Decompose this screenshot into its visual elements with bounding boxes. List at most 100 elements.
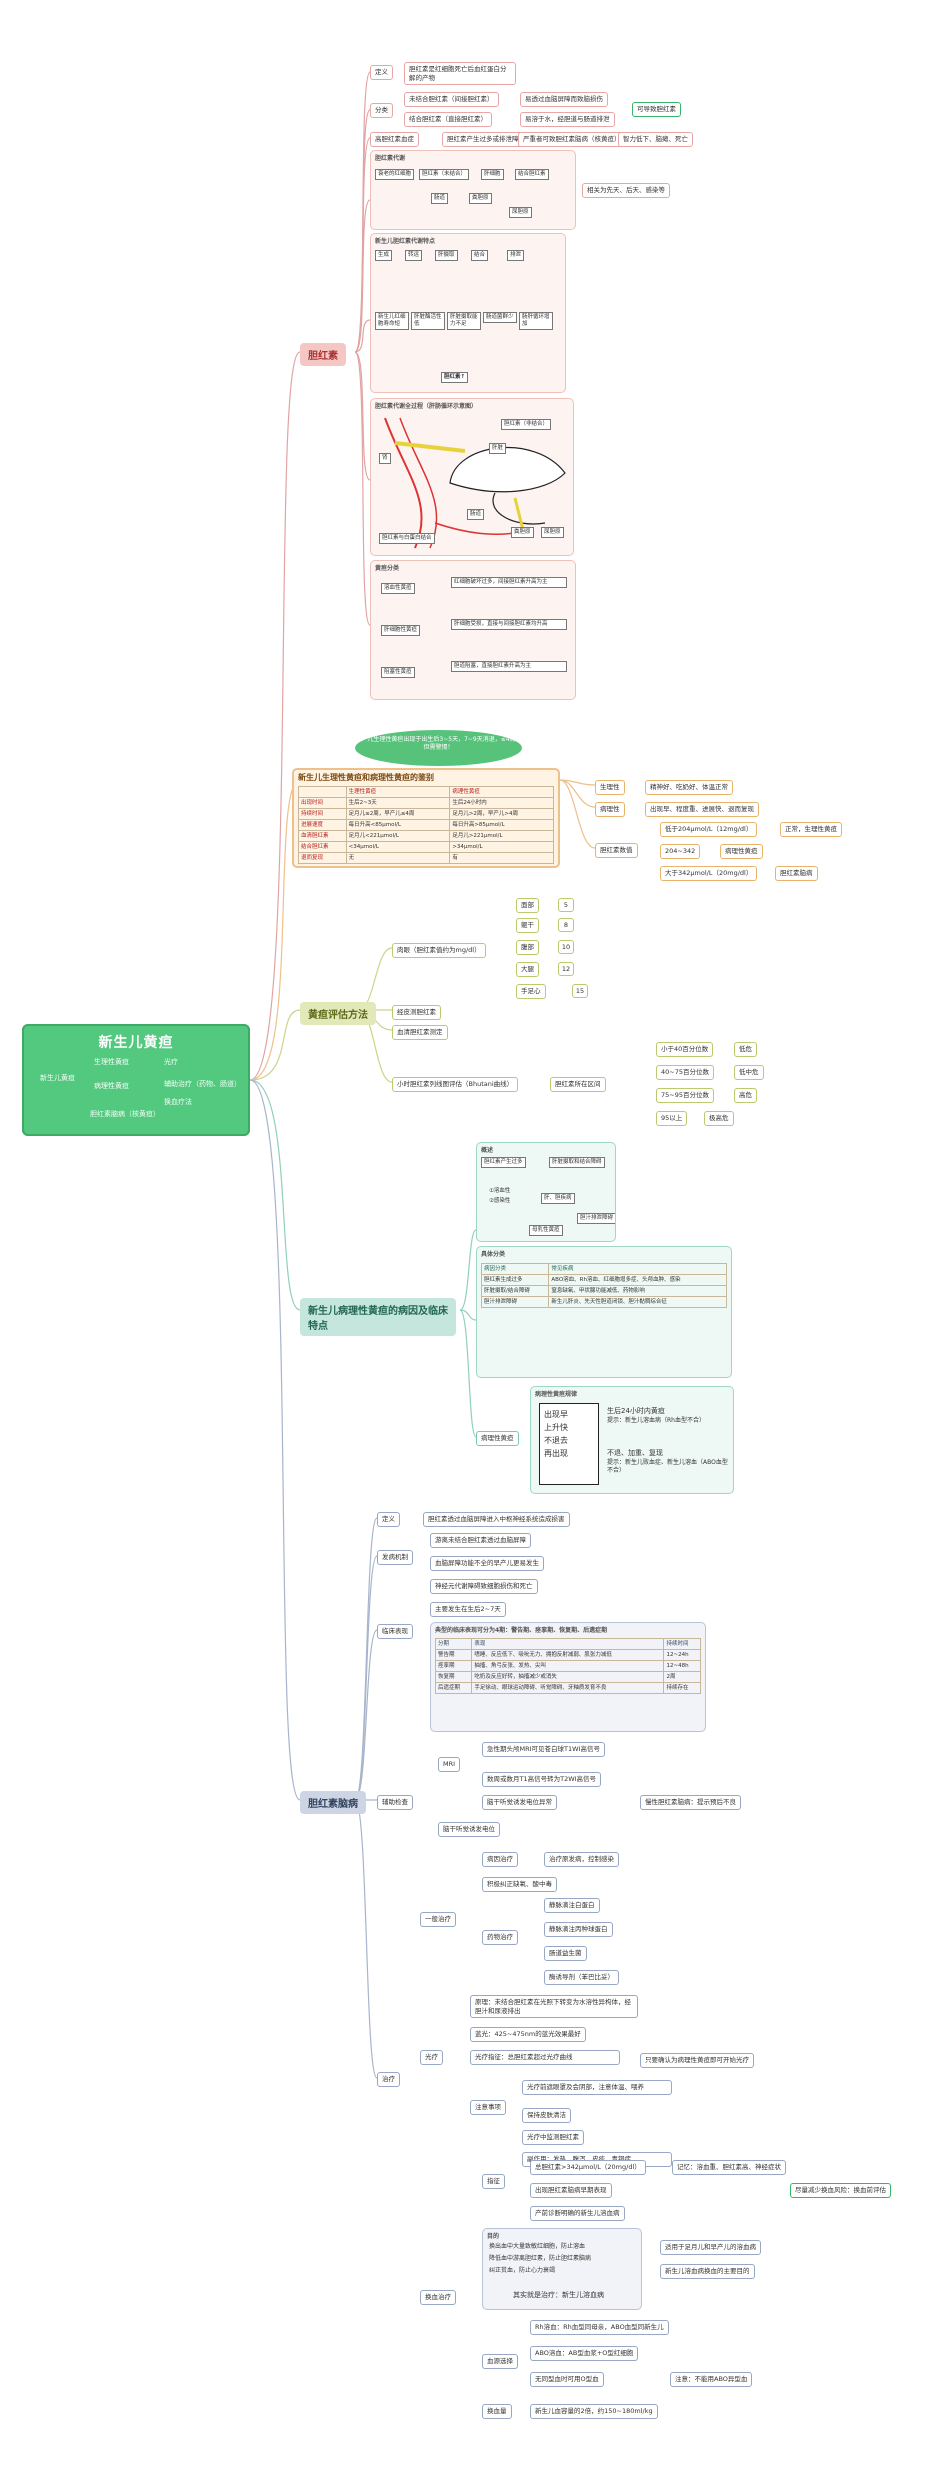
kern-aux-item: 急性期头颅MRI可见苍白球T1WI高信号 — [482, 1742, 605, 1757]
diff-cell: <34μmol/L — [345, 841, 451, 853]
kern-aux-hearing: 脑干听觉诱发电位 — [438, 1822, 500, 1837]
central-topic[interactable]: 新生儿黄疸 新生儿黄疸 生理性黄疸 病理性黄疸 胆红素脑病（核黄疸） 光疗 换血… — [22, 1024, 250, 1136]
rule-item: 再出现 — [544, 1449, 568, 1458]
metab-step: 粪胆原 — [469, 193, 492, 204]
neo-row-item: 肝脏酶活性低 — [411, 312, 445, 330]
blood-label[interactable]: 血源选择 — [482, 2354, 518, 2369]
pathological-rule-label[interactable]: 病理性黄疸 — [476, 1431, 519, 1446]
pathological-label[interactable]: 病理性 — [595, 802, 625, 817]
visual-value: 15 — [572, 984, 588, 998]
diff-header: 病理性黄疸 — [449, 786, 554, 798]
cause-cell: 胆汁排泄障碍 — [480, 1296, 550, 1308]
neonatal-caption: 新生儿胆红素代谢特点 — [375, 238, 436, 245]
branch-kernicterus[interactable]: 胆红素脑病 — [300, 1791, 366, 1814]
rule-right-4: 提示：新生儿败血症、新生儿溶血（ABO血型不合） — [607, 1459, 728, 1474]
diff-row-label: 结合胆红素 — [298, 841, 347, 853]
metabolism-caption: 胆红素代谢 — [375, 155, 406, 162]
bilirubin-values-label[interactable]: 胆红素数值 — [595, 843, 638, 858]
overview-caption: 概述 — [481, 1147, 494, 1154]
rules-caption: 病理性黄疸规律 — [535, 1391, 578, 1398]
exchange-ind: 总胆红素>342μmol/L（20mg/dl） — [530, 2160, 646, 2175]
zone-risk: 低中危 — [734, 1065, 764, 1080]
unconjugated-node: 未结合胆红素（间接胆红素） — [404, 92, 499, 107]
clinical-header: 表现 — [471, 1638, 665, 1650]
phototherapy-label[interactable]: 光疗 — [420, 2050, 443, 2065]
physiological-label[interactable]: 生理性 — [595, 780, 625, 795]
kern-mech-item: 血脑屏障功能不全的早产儿更易发生 — [430, 1556, 544, 1571]
hepatic-diagram-card: 胆红素代谢全过程（肝肠循环示意图） 胆红素（非结合） 肝脏 肠道 粪胆原 尿胆原… — [370, 398, 574, 556]
rule-right-1: 生后24小时内黄疸 — [607, 1407, 665, 1415]
classes-label[interactable]: 分类 — [370, 103, 393, 118]
diff-cell: 每日升高<85μmol/L — [345, 819, 451, 831]
branch-bilirubin[interactable]: 胆红素 — [300, 343, 346, 366]
diagram-tag: 粪胆原 — [511, 527, 534, 538]
unconjugated-note: 易透过血脑屏障而致脑损伤 — [520, 92, 608, 107]
diff-table: 生理性黄疸病理性黄疸 出现时间生后2~3天生后24小时内 持续时间足月儿≤2周，… — [298, 786, 554, 864]
photo-care: 光疗前遮眼罩及会阴部，注意体温、喂养 — [522, 2080, 672, 2095]
hyperbilirubinemia-outcome: 智力低下、脑瘫、死亡 — [618, 132, 693, 147]
photo-care-label[interactable]: 注意事项 — [470, 2100, 506, 2115]
root-tag: 病理性黄疸 — [94, 1082, 129, 1090]
diff-cell: 足月儿>221μmol/L — [449, 830, 554, 842]
overview-item: 胆红素产生过多 — [481, 1157, 526, 1168]
serum-method[interactable]: 血清胆红素测定 — [392, 1025, 448, 1040]
clinical-desc: 手足徐动、眼球运动障碍、听觉障碍、牙釉质发育不良 — [471, 1682, 665, 1694]
exchange-label[interactable]: 换血治疗 — [420, 2290, 456, 2305]
definition-text: 胆红素是红细胞死亡后血红蛋白分解的产物 — [404, 62, 516, 85]
kern-clinical-label[interactable]: 临床表现 — [377, 1624, 413, 1639]
metabolism-card: 胆红素代谢 衰老的红细胞 胆红素（未结合） 肝细胞 结合胆红素 肠道 粪胆原 尿… — [370, 150, 576, 230]
branch-cause[interactable]: 新生儿病理性黄疸的病因及临床特点 — [300, 1298, 456, 1336]
rule-right-3: 不退、加重、复现 — [607, 1449, 663, 1457]
clinical-duration: 12~24h — [663, 1649, 701, 1661]
kern-aux-label[interactable]: 辅助检查 — [377, 1795, 413, 1810]
purpose-item: 降低血中游离胆红素，防止胆红素脑病 — [489, 2255, 592, 2262]
exchange-right3: 适用于足月儿和早产儿的溶血病 — [660, 2240, 761, 2255]
exchange-ind-label[interactable]: 指征 — [482, 2174, 505, 2189]
cause-cell: 新生儿肝炎、先天性胆道闭锁、胆汁黏稠综合征 — [548, 1296, 727, 1308]
photo-light: 蓝光：425~475nm的蓝光效果最好 — [470, 2027, 586, 2042]
hyperbilirubinemia-note: 严重者可致胆红素脑病（核黄疸） — [518, 132, 626, 147]
overview-item: 胆汁排泄障碍 — [577, 1213, 615, 1224]
transcutaneous-method[interactable]: 经皮测胆红素 — [392, 1005, 441, 1020]
hyperbilirubinemia-label[interactable]: 高胆红素血症 — [370, 132, 419, 147]
bhutani-method[interactable]: 小时胆红素列线图评估（Bhutani曲线） — [392, 1077, 519, 1092]
diagram-tag: 胆红素与白蛋白结合 — [379, 533, 435, 544]
pathological-text: 出现早、程度重、进展快、退而复现 — [645, 802, 759, 817]
kern-mech-label[interactable]: 发病机制 — [377, 1550, 413, 1565]
type-desc: 红细胞破坏过多，间接胆红素升高为主 — [451, 577, 567, 588]
general-treat-label[interactable]: 一般治疗 — [420, 1912, 456, 1927]
rule-item: 上升快 — [544, 1423, 568, 1432]
zone-risk: 高危 — [734, 1088, 757, 1103]
cause-header: 常见疾病 — [548, 1263, 727, 1275]
overview-group: 母乳性黄疸 — [529, 1225, 563, 1236]
zone-risk: 低危 — [734, 1042, 757, 1057]
metab-step: 衰老的红细胞 — [375, 169, 415, 180]
metab-step: 肠道 — [431, 193, 449, 204]
amount-label[interactable]: 换血量 — [482, 2404, 512, 2419]
clinical-stage: 痉挛期 — [434, 1660, 473, 1672]
kern-aux-item: 脑干听觉诱发电位异常 — [482, 1795, 557, 1810]
clinical-duration: 持续存在 — [663, 1682, 701, 1694]
drug-item: 静脉滴注白蛋白 — [544, 1898, 600, 1913]
general-item: 药物治疗 — [482, 1930, 518, 1945]
cause-overview-card: 概述 胆红素产生过多 肝脏摄取和结合障碍 胆汁排泄障碍 ①溶血性 ②感染性 肝、… — [476, 1142, 616, 1242]
overview-group: ①溶血性 — [489, 1188, 511, 1194]
kern-def-label[interactable]: 定义 — [377, 1512, 400, 1527]
visual-method[interactable]: 肉眼（胆红素值约为mg/dl） — [392, 943, 486, 958]
photo-care: 保持皮肤清洁 — [522, 2108, 571, 2123]
definition-label[interactable]: 定义 — [370, 65, 393, 80]
visual-value: 5 — [558, 898, 574, 912]
blood-item: 无同型血时可用O型血 — [530, 2372, 604, 2387]
diagram-tag: 尿胆原 — [541, 527, 564, 538]
branch-eval[interactable]: 黄疸评估方法 — [300, 1002, 376, 1025]
neo-row-item: 肠道菌群少 — [483, 312, 517, 323]
diff-row-label: 退而复现 — [298, 852, 347, 864]
diff-title[interactable]: 新生儿生理性黄疸和病理性黄疸的鉴别 — [298, 773, 434, 782]
pathological-rules-card: 病理性黄疸规律 出现早 上升快 不退去 再出现 生后24小时内黄疸 提示：新生儿… — [530, 1386, 734, 1494]
purpose-caption: 目的 — [487, 2233, 500, 2240]
metab-step: 尿胆原 — [509, 207, 532, 218]
diagram-caption: 胆红素代谢全过程（肝肠循环示意图） — [375, 403, 478, 410]
kern-treat-label[interactable]: 治疗 — [377, 2072, 400, 2087]
photo-principle: 原理：未结合胆红素在光照下转变为水溶性异构体，经胆汁和尿液排出 — [470, 1995, 638, 2018]
purpose-note: 其实就是治疗：新生儿溶血病 — [513, 2291, 604, 2299]
